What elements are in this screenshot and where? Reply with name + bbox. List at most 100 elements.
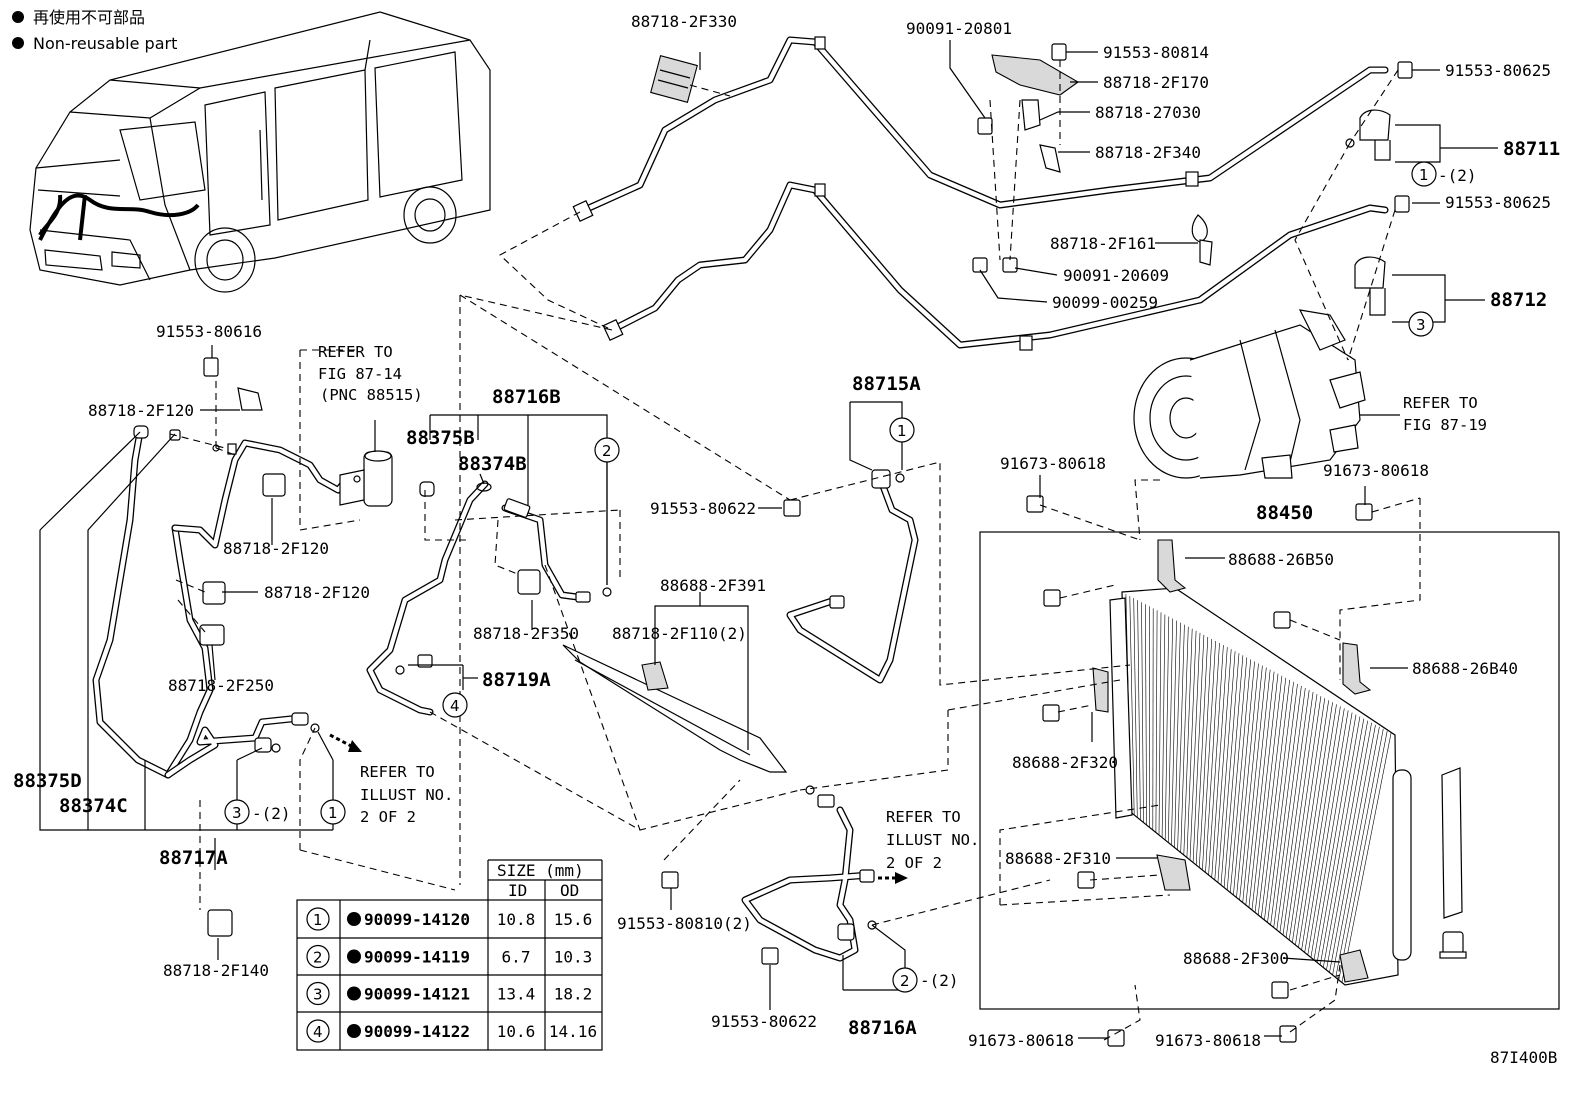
label-88718-2F161: 88718-2F161 (1050, 234, 1156, 253)
condenser-fin (1137, 600, 1141, 821)
condenser-fin (1186, 630, 1197, 858)
condenser-fin (1189, 632, 1201, 861)
label-91553-80625-top: 91553-80625 (1445, 61, 1551, 80)
condenser-fin (1158, 612, 1162, 836)
condenser-fin (1276, 690, 1310, 931)
label-91553-80622-a: 91553-80622 (650, 499, 756, 518)
pipe-88375D (92, 428, 214, 779)
condenser-fin (1133, 598, 1138, 818)
condenser-fin (1326, 722, 1372, 971)
label-88718-2F330: 88718-2F330 (631, 12, 737, 31)
condenser-fin (1223, 655, 1244, 888)
receiver-dryer (339, 450, 393, 507)
condenser-fin (1285, 696, 1322, 938)
condenser-fin (1208, 645, 1224, 876)
condenser-fin (1245, 669, 1271, 906)
condenser-fin (1174, 622, 1181, 848)
size-row-id: 10.8 (497, 910, 536, 929)
label-88718-2F140: 88718-2F140 (163, 961, 269, 980)
refer-illust-right-l2: ILLUST NO. (886, 831, 979, 849)
label-88688-26B50: 88688-26B50 (1228, 550, 1334, 569)
condenser-fin (1233, 661, 1255, 896)
svg-text:3: 3 (1416, 316, 1426, 334)
refer-fig-87-19-l2: FIG 87-19 (1403, 416, 1487, 434)
size-row-key-circle (306, 944, 330, 969)
condenser-fin (1183, 628, 1193, 856)
condenser-fin (1310, 712, 1353, 958)
refer-illust-right-l3: 2 OF 2 (886, 854, 942, 872)
condenser-fin (1248, 671, 1275, 908)
condenser-fin (1214, 649, 1232, 881)
condenser-fin (1301, 706, 1341, 951)
condenser-fin (1177, 624, 1185, 851)
label-91553-80814: 91553-80814 (1103, 43, 1209, 62)
label-88688-2F300: 88688-2F300 (1183, 949, 1289, 968)
condenser-fin (1279, 692, 1314, 933)
size-row-key: 3 (313, 986, 323, 1004)
condenser-brackets (1092, 539, 1372, 983)
size-row-key: 4 (313, 1023, 323, 1041)
legend-jp: 再使用不可部品 (33, 8, 145, 27)
refer-illust-left-l2: ILLUST NO. (360, 786, 453, 804)
legend-en: Non-reusable part (33, 34, 177, 53)
condenser-fin (1171, 620, 1177, 846)
condenser-fin (1226, 657, 1248, 891)
condenser-fin (1155, 610, 1158, 833)
non-reusable-dot-icon (12, 37, 24, 49)
size-row-key: 2 (313, 949, 323, 967)
condenser (1109, 587, 1467, 986)
size-row-part: 90099-14121 (364, 985, 470, 1004)
condenser-fin (1254, 675, 1283, 913)
label-91553-80810: 91553-80810(2) (617, 914, 752, 933)
refer-illust-right-l1: REFER TO (886, 808, 961, 826)
label-88718-2F110: 88718-2F110(2) (612, 624, 747, 643)
svg-text:3: 3 (232, 804, 242, 822)
label-91553-80622-b: 91553-80622 (711, 1012, 817, 1031)
condenser-fin (1288, 698, 1326, 941)
label-91673-80618-d: 91673-80618 (1155, 1031, 1261, 1050)
label-88374C: 88374C (59, 795, 128, 817)
label-88375B: 88375B (406, 427, 475, 449)
condenser-fin (1313, 714, 1357, 961)
label-88374B: 88374B (458, 453, 527, 475)
size-row-od: 14.16 (549, 1022, 597, 1041)
condenser-fin (1211, 647, 1228, 878)
label-88716A: 88716A (848, 1017, 917, 1039)
label-88718-2F120-a: 88718-2F120 (88, 401, 194, 420)
refer-illust-left-l3: 2 OF 2 (360, 808, 416, 826)
label-88719A: 88719A (482, 669, 551, 691)
left-pipe-fittings (133, 357, 320, 937)
leader-lines (39, 40, 1498, 1039)
condenser-fin (1257, 677, 1287, 916)
size-row-id: 13.4 (497, 985, 536, 1004)
label-88375D: 88375D (13, 770, 82, 792)
condenser-fin (1267, 683, 1298, 923)
condenser-fin (1164, 616, 1170, 841)
non-reusable-dot-icon (347, 1024, 361, 1038)
dashed-leader-lines (169, 60, 1421, 1041)
condenser-fin (1202, 641, 1216, 871)
size-table-header: SIZE (mm) (497, 861, 584, 880)
pipe-end-fittings (572, 36, 1199, 351)
size-row-key-circle (306, 981, 330, 1006)
condenser-fin (1323, 720, 1368, 968)
condenser-bolts (1026, 495, 1373, 1047)
condenser-fin (1220, 653, 1240, 886)
svg-text:1: 1 (897, 422, 907, 440)
label-1-2: -(2) (1438, 166, 1477, 185)
size-table-col-od: OD (560, 881, 579, 900)
pipe-88374C (171, 439, 352, 549)
condenser-fin (1264, 681, 1294, 921)
label-88718-2F340: 88718-2F340 (1095, 143, 1201, 162)
size-table-col-id: ID (508, 881, 527, 900)
svg-text:1: 1 (1419, 166, 1429, 184)
size-row-id: 10.6 (497, 1022, 536, 1041)
pipe-88716B-b (501, 504, 589, 602)
label-90099-00259: 90099-00259 (1052, 293, 1158, 312)
size-row-part: 90099-14119 (364, 948, 470, 967)
condenser-fin (1338, 730, 1388, 981)
label-3-2: -(2) (252, 804, 291, 823)
svg-text:4: 4 (450, 697, 460, 715)
